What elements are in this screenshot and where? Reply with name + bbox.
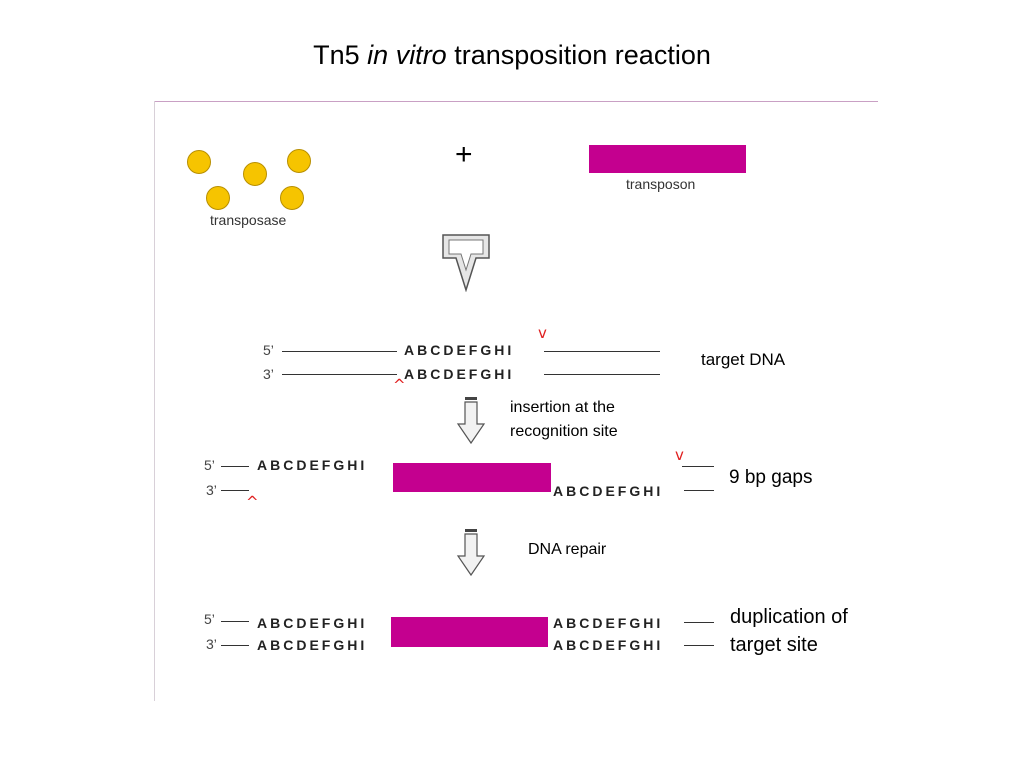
recognition-sequence: ABCDEFGHI xyxy=(257,615,368,631)
repair-step-label: DNA repair xyxy=(528,541,607,558)
cut-mark-icon: v xyxy=(538,324,547,342)
recognition-sequence: ABCDEFGHI xyxy=(553,637,664,653)
dna-strand-line xyxy=(684,645,714,646)
down-arrow-icon xyxy=(456,397,486,445)
transposase-dot xyxy=(187,150,211,174)
down-arrow-icon xyxy=(456,529,486,577)
recognition-sequence: ABCDEFGHI xyxy=(404,366,515,382)
transposon-bar xyxy=(391,617,548,647)
dna-strand-line xyxy=(684,490,714,491)
three-prime-label: 3’ xyxy=(206,482,217,498)
three-prime-label: 3’ xyxy=(263,366,274,382)
transposase-dot xyxy=(243,162,267,186)
dna-strand-line xyxy=(544,374,660,375)
title-suffix: transposition reaction xyxy=(446,40,711,70)
insertion-step-label: recognition site xyxy=(510,423,618,440)
dna-strand-line xyxy=(221,621,249,622)
gaps-label: 9 bp gaps xyxy=(729,467,813,488)
recognition-sequence: ABCDEFGHI xyxy=(553,615,664,631)
cut-mark-icon: v xyxy=(675,446,684,464)
three-prime-label: 3’ xyxy=(206,636,217,652)
cut-mark-icon: ^ xyxy=(393,376,406,394)
five-prime-label: 5’ xyxy=(263,342,274,358)
dna-strand-line xyxy=(684,622,714,623)
cut-mark-icon: ^ xyxy=(246,493,259,511)
recognition-sequence: ABCDEFGHI xyxy=(257,637,368,653)
recognition-sequence: ABCDEFGHI xyxy=(404,342,515,358)
top-rule xyxy=(154,101,878,102)
transposase-dot xyxy=(287,149,311,173)
recognition-sequence: ABCDEFGHI xyxy=(553,483,664,499)
transposon-bar xyxy=(589,145,746,173)
transposon-label: transposon xyxy=(626,176,696,192)
dna-strand-line xyxy=(682,466,714,467)
plus-sign: + xyxy=(455,138,473,171)
title-prefix: Tn5 xyxy=(313,40,368,70)
dna-strand-line xyxy=(221,490,249,491)
recognition-sequence: ABCDEFGHI xyxy=(257,457,368,473)
dna-strand-line xyxy=(544,351,660,352)
five-prime-label: 5’ xyxy=(204,457,215,473)
target-dna-label: target DNA xyxy=(701,350,786,369)
dna-strand-line xyxy=(282,374,397,375)
duplication-label: target site xyxy=(730,634,818,656)
dna-strand-line xyxy=(221,645,249,646)
dna-strand-line xyxy=(221,466,249,467)
transposase-dot xyxy=(206,186,230,210)
transposase-label: transposase xyxy=(210,212,287,228)
insertion-step-label: insertion at the xyxy=(510,399,615,416)
five-prime-label: 5’ xyxy=(204,611,215,627)
slide-title: Tn5 in vitro transposition reaction xyxy=(0,40,1024,71)
down-arrow-icon xyxy=(442,234,490,292)
transposase-dot xyxy=(280,186,304,210)
dna-strand-line xyxy=(282,351,397,352)
transposon-bar xyxy=(393,463,551,492)
duplication-label: duplication of xyxy=(730,606,848,628)
left-rule xyxy=(154,101,155,701)
title-italic: in vitro xyxy=(367,40,447,70)
